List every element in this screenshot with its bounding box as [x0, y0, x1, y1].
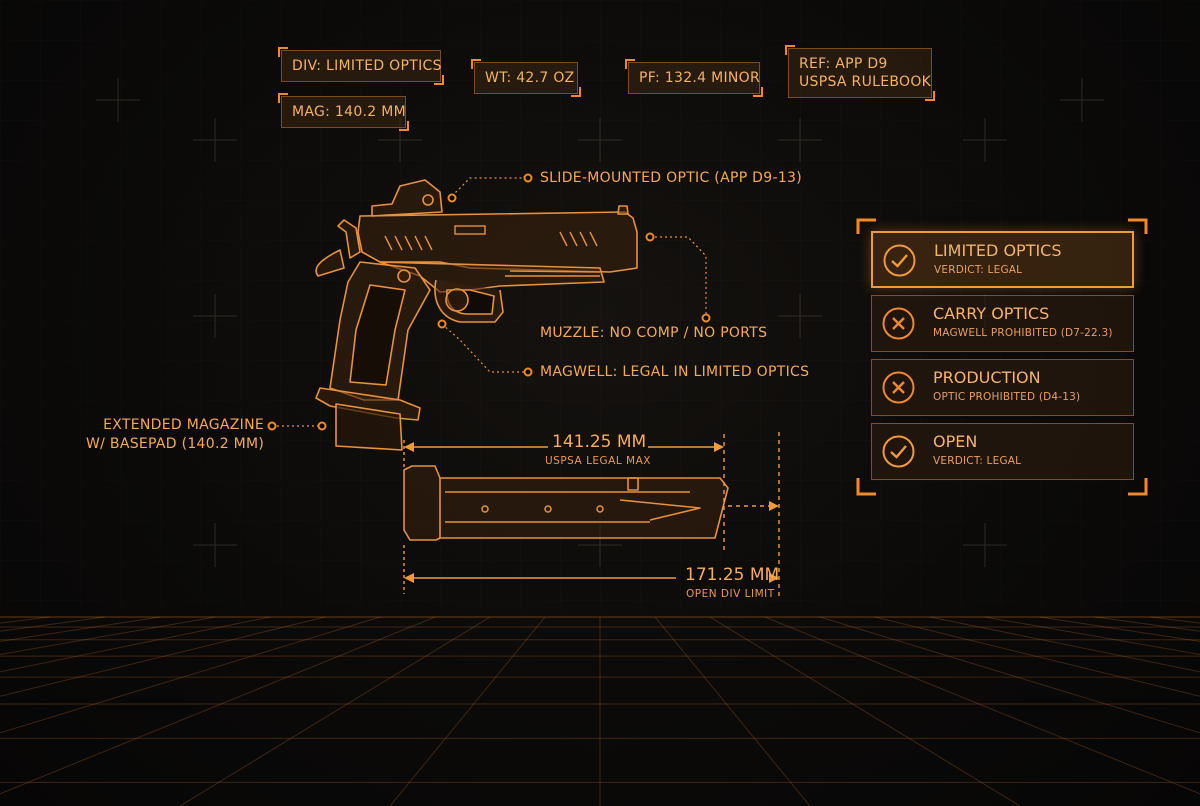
division-verdict-panel: LIMITED OPTICS VERDICT: LEGAL CARRY OPTI…	[856, 216, 1150, 498]
magazine-callout-line-1: EXTENDED MAGAZINE	[103, 417, 264, 433]
floor-grid-line	[0, 616, 381, 734]
muzzle-callout: MUZZLE: NO COMP / NO PORTS	[540, 325, 768, 341]
verdict-division: CARRY OPTICS	[933, 304, 1050, 323]
floor-grid-line	[929, 616, 1200, 673]
verdict-detail: MAGWELL PROHIBITED (D7-22.3)	[933, 327, 1113, 339]
verdict-division: PRODUCTION	[933, 368, 1041, 387]
crosshair-marker	[778, 118, 822, 162]
floor-grid-line	[874, 616, 1200, 697]
floor-grid-line	[0, 616, 436, 795]
open-limit-label: OPEN DIV LIMIT	[686, 588, 775, 600]
optic-callout: SLIDE-MOUNTED OPTIC (APP D9-13)	[540, 170, 802, 186]
floor-grid-line	[0, 616, 326, 697]
division-tag: DIV: LIMITED OPTICS	[278, 47, 444, 85]
magazine-tag: MAG: 140.2 MM	[278, 93, 409, 131]
crosshair-marker	[193, 294, 237, 338]
floor-grid-line	[0, 616, 271, 673]
magazine-callout-line-2: W/ BASEPAD (140.2 MM)	[86, 436, 265, 452]
crosshair-marker	[963, 523, 1007, 567]
crosshair-marker	[778, 294, 822, 338]
floor-grid-line	[654, 616, 811, 806]
floor-grid-line	[709, 616, 1021, 806]
crosshair-marker	[963, 118, 1007, 162]
verdict-row-production: PRODUCTION OPTIC PROHIBITED (D4-13)	[871, 359, 1134, 416]
check-circle-icon	[882, 435, 915, 468]
reference-line-1: REF: APP D9	[799, 56, 888, 72]
verdict-row-open: OPEN VERDICT: LEGAL	[871, 423, 1134, 480]
open-limit-value: 171.25 MM	[685, 565, 780, 585]
verdict-detail: VERDICT: LEGAL	[933, 455, 1022, 467]
reference-line-2: USPSA RULEBOOK	[799, 74, 932, 90]
magazine-callout: EXTENDED MAGAZINE W/ BASEPAD (140.2 MM)	[86, 416, 264, 454]
power-factor-tag: PF: 132.4 MINOR	[625, 59, 763, 97]
legal-max-label: USPSA LEGAL MAX	[545, 455, 651, 467]
crosshair-marker	[96, 78, 140, 122]
magwell-callout: MAGWELL: LEGAL IN LIMITED OPTICS	[540, 364, 810, 380]
check-circle-icon	[883, 244, 916, 277]
floor-grid-line	[819, 616, 1200, 734]
verdict-detail: VERDICT: LEGAL	[934, 264, 1023, 276]
crosshair-marker	[193, 118, 237, 162]
verdict-row-carry-optics: CARRY OPTICS MAGWELL PROHIBITED (D7-22.3…	[871, 295, 1134, 352]
crosshair-marker	[578, 118, 622, 162]
floor-grid-line	[389, 616, 546, 806]
crosshair-marker	[193, 523, 237, 567]
floor-grid-line	[179, 616, 491, 806]
floor-grid-line	[0, 616, 216, 655]
weight-tag: WT: 42.7 OZ	[471, 59, 581, 97]
verdict-detail: OPTIC PROHIBITED (D4-13)	[933, 391, 1081, 403]
x-circle-icon	[882, 307, 915, 340]
verdict-division: OPEN	[933, 432, 978, 451]
crosshair-marker	[1060, 78, 1104, 122]
legal-max-value: 141.25 MM	[552, 432, 647, 452]
verdict-row-limited-optics: LIMITED OPTICS VERDICT: LEGAL	[871, 231, 1134, 288]
verdict-division: LIMITED OPTICS	[934, 241, 1062, 260]
floor-grid-line	[984, 616, 1200, 655]
reference-tag: REF: APP D9 USPSA RULEBOOK	[785, 45, 935, 101]
x-circle-icon	[882, 371, 915, 404]
floor-grid-line	[764, 616, 1200, 795]
